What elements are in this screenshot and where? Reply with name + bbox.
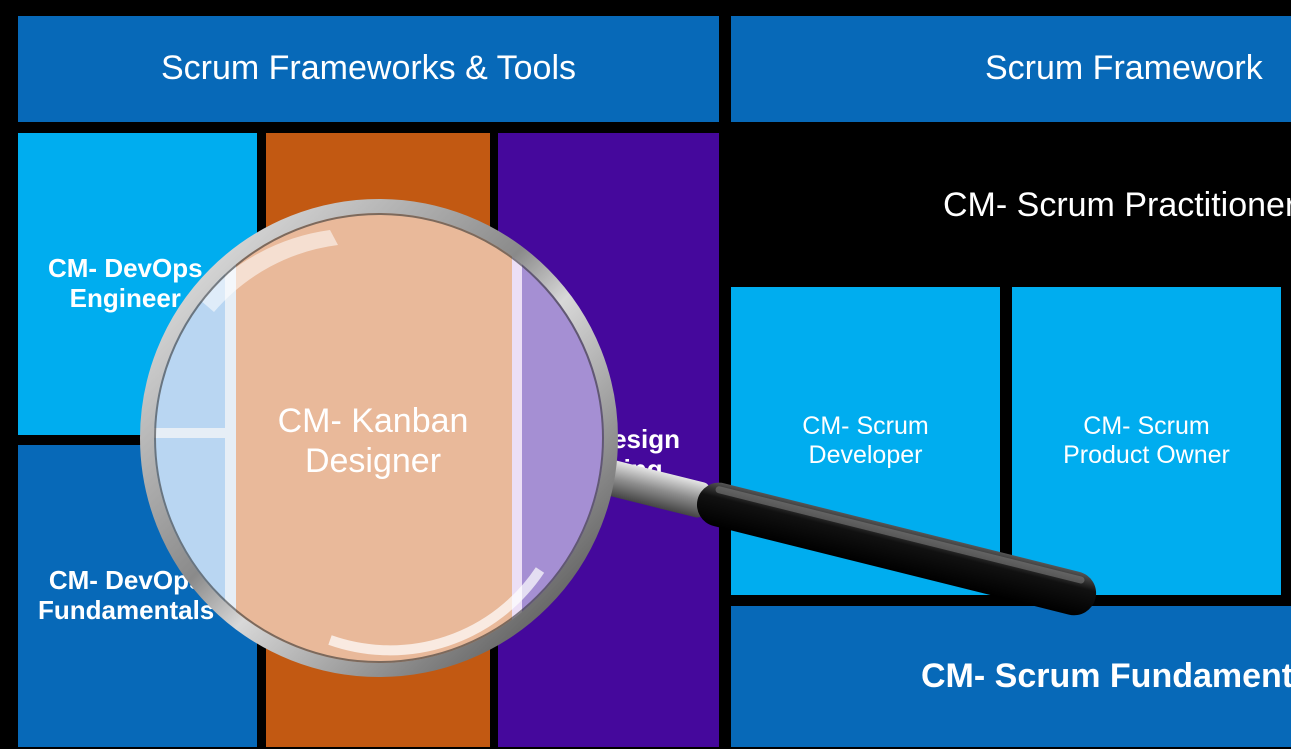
right-panel-header: Scrum Framework [731, 16, 1291, 122]
tile-kanban-designer[interactable] [266, 133, 490, 747]
tile-devops-fundamentals-label: CM- DevOps Fundamentals [38, 565, 215, 625]
left-panel-header: Scrum Frameworks & Tools [18, 16, 719, 122]
tile-scrum-practitioner[interactable]: CM- Scrum Practitioner [731, 133, 1291, 278]
tile-scrum-product-owner-line1: CM- Scrum [1083, 412, 1210, 441]
tile-scrum-developer-line2: Developer [808, 441, 923, 469]
tile-scrum-developer[interactable]: CM- Scrum Developer [731, 287, 1000, 595]
tile-scrum-developer-line1: CM- Scrum [802, 412, 929, 441]
tile-scrum-fundamentals-label: CM- Scrum Fundamentals [921, 656, 1291, 695]
tile-design-thinking-line2: Thinking [554, 454, 663, 484]
tile-design-thinking[interactable]: CM- Design Thinking [498, 133, 719, 747]
tile-scrum-product-owner-line2: Product Owner [1063, 441, 1230, 469]
tile-devops-engineer-label: CM- DevOps Engineer [48, 253, 203, 313]
tile-scrum-fundamentals[interactable]: CM- Scrum Fundamentals [731, 606, 1291, 747]
tile-design-thinking-line1: CM- Design [537, 424, 680, 455]
tile-scrum-product-owner[interactable]: CM- Scrum Product Owner [1012, 287, 1281, 595]
tile-devops-fundamentals[interactable]: CM- DevOps Fundamentals [18, 445, 257, 747]
right-panel-header-label: Scrum Framework [985, 49, 1263, 88]
tile-devops-engineer[interactable]: CM- DevOps Engineer [18, 133, 257, 435]
left-panel-header-label: Scrum Frameworks & Tools [160, 49, 577, 88]
tile-scrum-practitioner-label: CM- Scrum Practitioner [943, 185, 1291, 224]
